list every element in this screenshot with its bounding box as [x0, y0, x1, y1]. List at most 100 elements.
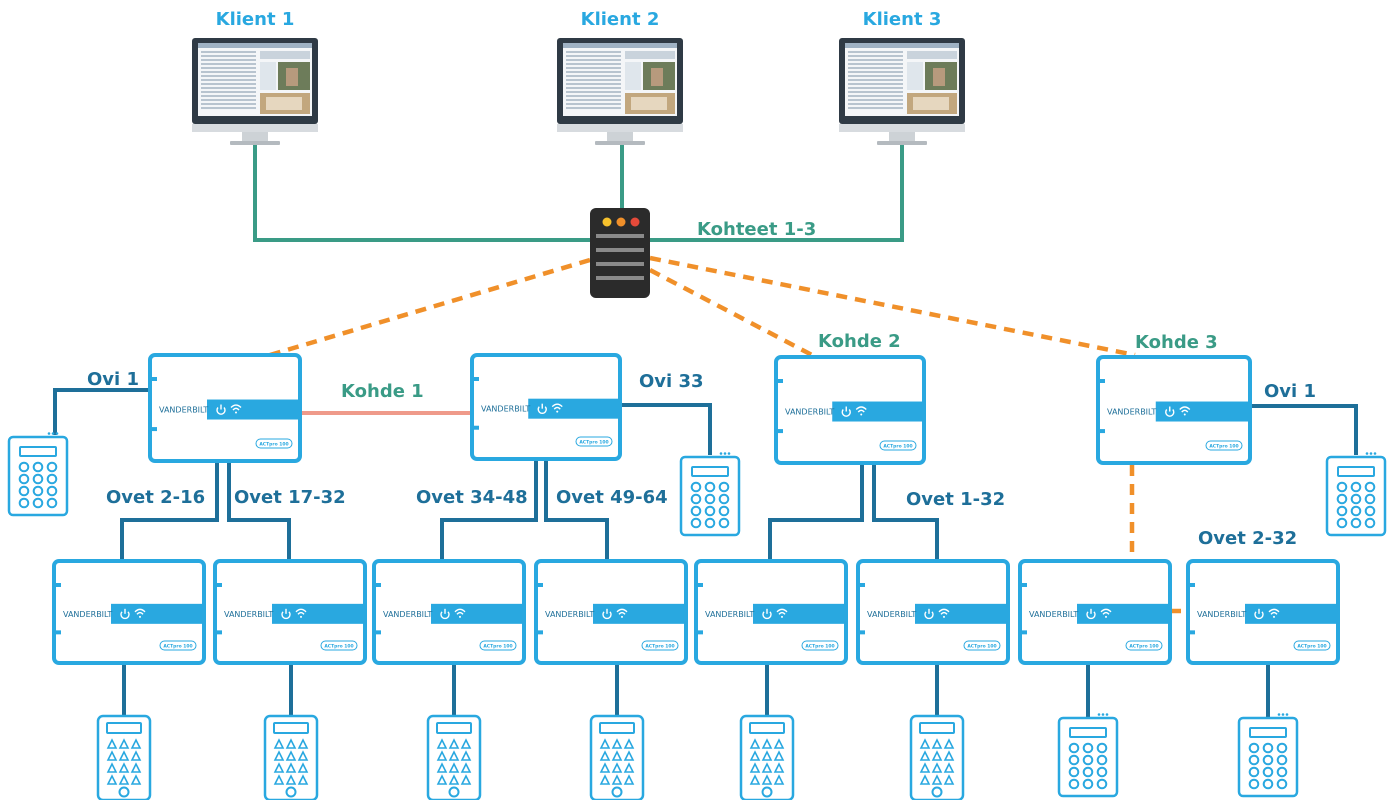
model-badge	[320, 640, 358, 651]
card-reader[interactable]	[679, 452, 741, 537]
wifi-icon	[295, 608, 307, 618]
server[interactable]: Kohteet 1-3	[590, 208, 816, 298]
power-icon	[281, 608, 291, 620]
card-reader[interactable]	[1325, 452, 1387, 537]
door-label: Ovet 17-32	[234, 487, 346, 508]
power-icon	[602, 608, 612, 620]
model-badge	[255, 438, 293, 449]
status-band	[915, 603, 1006, 624]
port-marker	[1020, 583, 1027, 587]
keypad-reader-icon	[7, 435, 69, 517]
readers	[7, 432, 1387, 800]
wifi-icon	[616, 608, 628, 618]
status-band	[528, 398, 618, 419]
port-marker	[696, 630, 703, 635]
door-label: Ovi 1	[1264, 381, 1316, 402]
proximity-reader-icon	[426, 714, 482, 800]
port-marker	[1188, 583, 1195, 587]
model-badge	[1293, 640, 1331, 651]
port-marker	[1188, 630, 1195, 635]
card-reader[interactable]	[589, 714, 645, 800]
card-reader[interactable]	[263, 714, 319, 800]
network-label: Kohteet 1-3	[697, 219, 816, 240]
status-band	[431, 603, 522, 624]
status-dots	[719, 452, 731, 455]
client-2[interactable]: Klient 2	[557, 9, 683, 145]
status-dots	[1097, 713, 1109, 716]
client-1[interactable]: Klient 1	[192, 9, 318, 145]
model-badge	[575, 436, 613, 447]
card-reader[interactable]	[1237, 713, 1299, 798]
model-label: ACTpro 100	[645, 643, 674, 649]
port-marker	[374, 583, 381, 587]
port-marker	[215, 630, 222, 635]
reader-bus-lines	[53, 388, 1358, 718]
client-3[interactable]: Klient 3	[839, 9, 965, 145]
port-marker	[1098, 429, 1105, 434]
server-icon	[590, 208, 650, 298]
model-label: ACTpro 100	[1209, 443, 1238, 449]
client-3-label: Klient 3	[863, 9, 942, 30]
brand-label: VANDERBILT	[481, 405, 530, 414]
port-marker	[536, 630, 543, 635]
card-reader[interactable]	[909, 714, 965, 800]
port-marker	[472, 377, 479, 381]
model-label: ACTpro 100	[805, 643, 834, 649]
power-icon	[1086, 608, 1096, 620]
port-marker	[858, 630, 865, 635]
brand-label: VANDERBILT	[383, 610, 432, 619]
status-band	[207, 399, 298, 420]
card-reader[interactable]	[1057, 713, 1119, 798]
proximity-reader-icon	[909, 714, 965, 800]
card-reader[interactable]	[739, 714, 795, 800]
monitor-icon	[557, 38, 683, 145]
model-label: ACTpro 100	[1129, 643, 1158, 649]
wifi-icon	[551, 403, 563, 413]
brand-label: VANDERBILT	[705, 610, 754, 619]
wifi-icon	[1100, 608, 1112, 618]
power-icon	[120, 608, 130, 620]
brand-label: VANDERBILT	[785, 408, 834, 417]
port-marker	[150, 427, 157, 432]
controller-unit[interactable]: VANDERBILT ACTpro 100	[774, 355, 926, 465]
port-marker	[776, 429, 783, 434]
model-label: ACTpro 100	[1297, 643, 1326, 649]
power-icon	[762, 608, 772, 620]
status-band	[753, 603, 844, 624]
port-marker	[215, 583, 222, 587]
status-band	[832, 401, 922, 422]
power-icon	[841, 406, 851, 417]
wifi-icon	[938, 608, 950, 618]
controller-unit[interactable]: VANDERBILT ACTpro 100	[694, 559, 848, 665]
port-marker	[54, 583, 61, 587]
wifi-icon	[1179, 406, 1191, 416]
card-reader[interactable]	[426, 714, 482, 800]
monitor-icon	[839, 38, 965, 145]
model-badge	[159, 640, 197, 651]
model-label: ACTpro 100	[883, 443, 912, 449]
model-badge	[1205, 440, 1243, 451]
client-2-label: Klient 2	[581, 9, 660, 30]
brand-label: VANDERBILT	[159, 406, 208, 415]
card-reader[interactable]	[7, 432, 69, 517]
wifi-icon	[1268, 608, 1280, 618]
model-label: ACTpro 100	[324, 643, 353, 649]
door-label: Ovet 2-16	[106, 487, 205, 508]
card-reader[interactable]	[96, 714, 152, 800]
door-label: Ovet 1-32	[906, 489, 1005, 510]
keypad-reader-icon	[1237, 716, 1299, 798]
port-marker	[696, 583, 703, 587]
site-1-label: Kohde 1	[341, 381, 424, 402]
door-label: Ovet 2-32	[1198, 528, 1297, 549]
